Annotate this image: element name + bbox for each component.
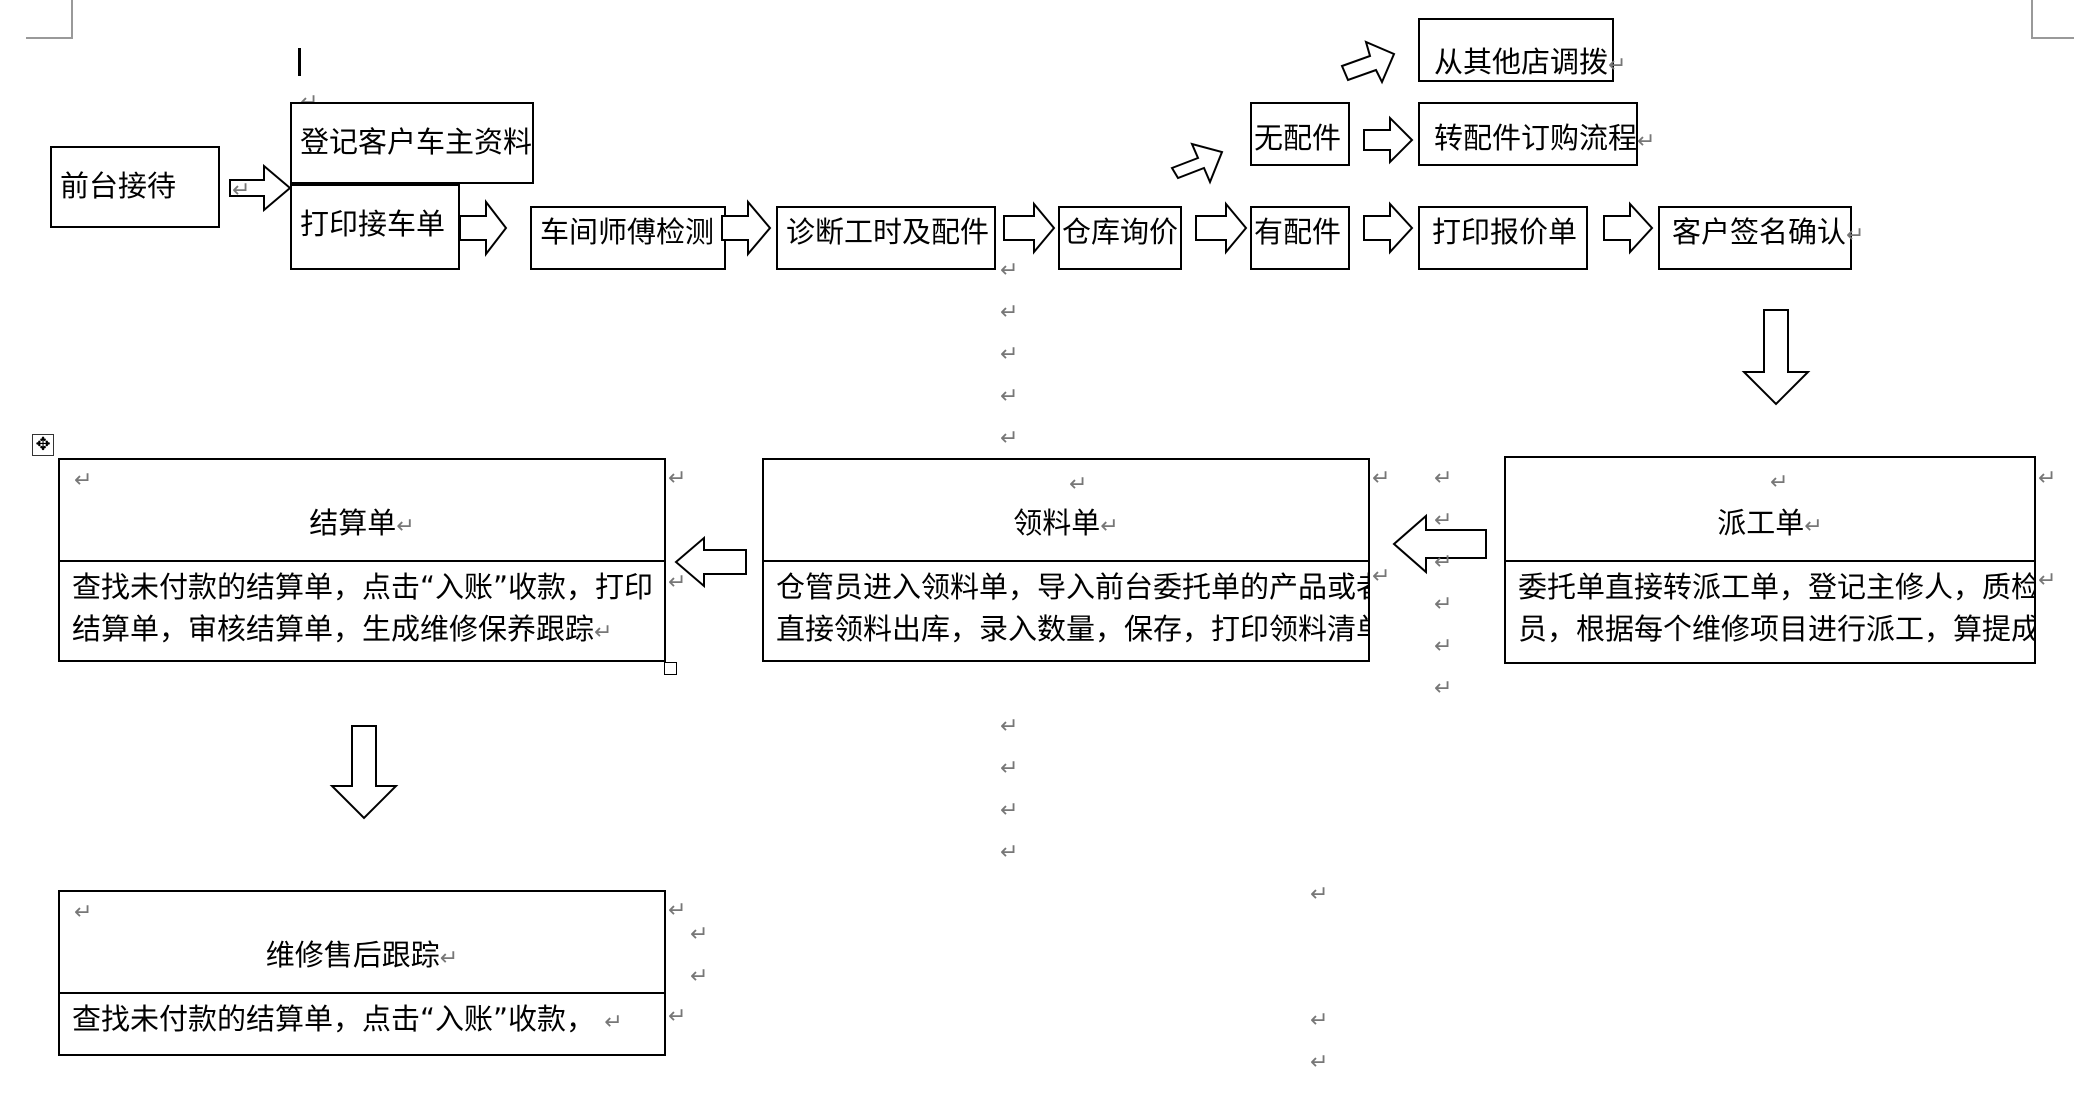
paragraph-mark: ↵	[1000, 300, 1019, 325]
paragraph-mark: ↵	[1000, 714, 1019, 739]
reception-label: 前台接待	[60, 169, 177, 203]
order-flow-label: 转配件订购流程	[1434, 121, 1638, 155]
paragraph-mark: ↵	[1434, 634, 1453, 659]
confirm-label: 客户签名确认	[1672, 215, 1847, 249]
hollow-arrow-icon	[1170, 142, 1224, 185]
hollow-arrow-icon	[1392, 513, 1487, 575]
hollow-arrow-icon	[1741, 309, 1811, 406]
has-parts-box[interactable]: 有配件	[1250, 206, 1350, 270]
paragraph-mark: ↵	[668, 466, 687, 491]
settlement-body-line2: 结算单，审核结算单，生成维修保养跟踪↵	[72, 612, 613, 646]
hollow-arrow-icon	[674, 535, 747, 589]
diagnose-label: 诊断工时及配件	[786, 215, 990, 249]
paragraph-mark: ↵	[1000, 756, 1019, 781]
paragraph-mark: ↵	[1000, 384, 1019, 409]
paragraph-mark: ↵	[2038, 568, 2057, 593]
hollow-arrow-icon	[1340, 40, 1396, 85]
paragraph-mark: ↵	[690, 964, 709, 989]
paragraph-mark: ↵	[232, 178, 251, 203]
materials-table[interactable]: ↵ 领料单↵ 仓管员进入领料单，导入前台委托单的产品或者 直接领料出库，录入数量…	[762, 458, 1370, 662]
materials-title: 领料单↵	[1013, 506, 1119, 540]
no-parts-label: 无配件	[1254, 121, 1342, 155]
paragraph-mark: ↵	[668, 570, 687, 595]
hollow-arrow-icon	[329, 725, 399, 820]
materials-body-line1: 仓管员进入领料单，导入前台委托单的产品或者	[776, 570, 1368, 604]
paragraph-mark: ↵	[1372, 564, 1391, 589]
hollow-arrow-icon	[721, 199, 772, 257]
table-resize-handle-icon[interactable]	[664, 662, 677, 675]
inspect-box[interactable]: 车间师傅检测	[530, 206, 726, 270]
paragraph-mark: ↵	[1310, 882, 1329, 907]
has-parts-label: 有配件	[1254, 215, 1342, 249]
paragraph-mark: ↵	[1000, 258, 1019, 283]
paragraph-mark: ↵	[1000, 798, 1019, 823]
paragraph-mark: ↵	[1000, 426, 1019, 451]
aftersales-body-line1: 查找未付款的结算单，点击“入账”收款， ↵	[72, 1002, 623, 1036]
paragraph-mark: ↵	[1434, 592, 1453, 617]
paragraph-mark: ↵	[1434, 676, 1453, 701]
warehouse-label: 仓库询价	[1062, 215, 1179, 249]
settlement-body-line1: 查找未付款的结算单，点击“入账”收款，打印	[72, 570, 654, 604]
hollow-arrow-icon	[1603, 201, 1654, 255]
dispatch-body-line2: 员，根据每个维修项目进行派工，算提成↵	[1518, 612, 2034, 646]
paragraph-mark: ↵	[1372, 466, 1391, 491]
hollow-arrow-icon	[1003, 201, 1056, 255]
transfer-box[interactable]: 从其他店调拨↵	[1418, 18, 1626, 82]
print-receipt-label: 打印接车单	[300, 207, 446, 241]
inspect-label: 车间师傅检测	[540, 215, 715, 249]
paragraph-mark: ↵	[1434, 550, 1453, 575]
print-receipt-box[interactable]: 打印接车单	[290, 184, 460, 270]
print-quote-label: 打印报价单	[1432, 215, 1578, 249]
paragraph-mark: ↵	[1310, 1050, 1329, 1075]
aftersales-title: 维修售后跟踪↵	[265, 938, 459, 972]
hollow-arrow-icon	[1195, 201, 1248, 255]
paragraph-mark: ↵	[2038, 466, 2057, 491]
settlement-title: 结算单↵	[309, 506, 415, 540]
dispatch-table[interactable]: ↵ 派工单↵ 委托单直接转派工单，登记主修人，质检 员，根据每个维修项目进行派工…	[1504, 456, 2036, 664]
hollow-arrow-icon	[1363, 115, 1414, 165]
paragraph-mark: ↵	[668, 1004, 687, 1029]
table-move-handle-icon[interactable]: ✥	[32, 434, 54, 456]
order-flow-box[interactable]: 转配件订购流程↵	[1418, 102, 1655, 166]
paragraph-mark: ↵	[1434, 466, 1453, 491]
paragraph-mark: ↵	[1000, 342, 1019, 367]
hollow-arrow-icon	[459, 199, 508, 257]
print-quote-box[interactable]: 打印报价单	[1418, 206, 1588, 270]
text-cursor-icon	[298, 48, 301, 76]
diagnose-box[interactable]: 诊断工时及配件	[776, 206, 996, 270]
aftersales-table[interactable]: ↵ 维修售后跟踪↵ 查找未付款的结算单，点击“入账”收款， ↵	[58, 890, 666, 1056]
paragraph-mark: ↵	[1000, 840, 1019, 865]
warehouse-box[interactable]: 仓库询价	[1058, 206, 1182, 270]
hollow-arrow-icon	[229, 163, 292, 213]
hollow-arrow-icon	[1363, 201, 1414, 255]
materials-body-line2: 直接领料出库，录入数量，保存，打印领料清单	[776, 612, 1368, 646]
dispatch-title: 派工单↵	[1717, 506, 1823, 540]
dispatch-body-line1: 委托单直接转派工单，登记主修人，质检	[1518, 570, 2034, 604]
reception-box[interactable]: 前台接待	[50, 146, 220, 228]
transfer-label: 从其他店调拨	[1434, 45, 1609, 79]
register-box[interactable]: 登记客户车主资料	[290, 102, 534, 184]
paragraph-mark: ↵	[1310, 1008, 1329, 1033]
paragraph-mark: ↵	[668, 898, 687, 923]
paragraph-mark: ↵	[1434, 508, 1453, 533]
register-label: 登记客户车主资料	[300, 125, 533, 159]
settlement-table[interactable]: ↵ 结算单↵ 查找未付款的结算单，点击“入账”收款，打印 结算单，审核结算单，生…	[58, 458, 666, 662]
paragraph-mark: ↵	[690, 922, 709, 947]
no-parts-box[interactable]: 无配件	[1250, 102, 1350, 166]
confirm-box[interactable]: 客户签名确认↵	[1658, 206, 1864, 270]
